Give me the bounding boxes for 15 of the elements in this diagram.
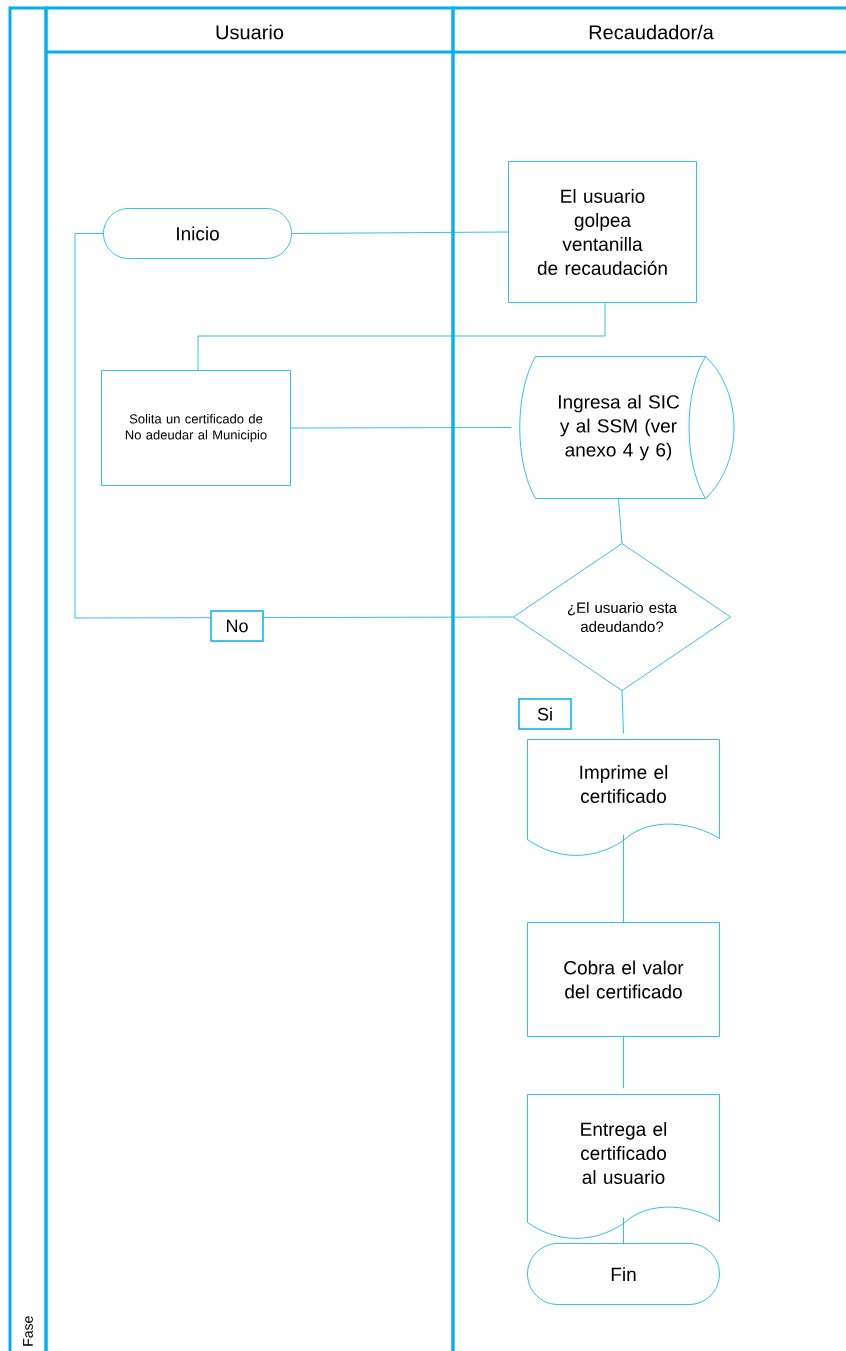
connector xyxy=(623,834,624,923)
connector xyxy=(623,1036,624,1089)
connector xyxy=(197,302,606,371)
process-box: Cobra el valor del certificado xyxy=(527,922,720,1037)
connector xyxy=(74,233,514,619)
edge-label: No xyxy=(210,610,264,642)
process-box: El usuario golpea ventanilla de recaudación xyxy=(508,161,697,303)
phase-band: Fase xyxy=(8,6,48,1351)
edge-label: Si xyxy=(518,698,572,730)
connector xyxy=(290,427,512,429)
process-box: Solita un certificado de No adeudar al Municipio xyxy=(101,370,291,486)
connector xyxy=(618,498,623,544)
connector xyxy=(623,1217,624,1244)
connector xyxy=(621,690,624,734)
connector xyxy=(291,231,509,234)
